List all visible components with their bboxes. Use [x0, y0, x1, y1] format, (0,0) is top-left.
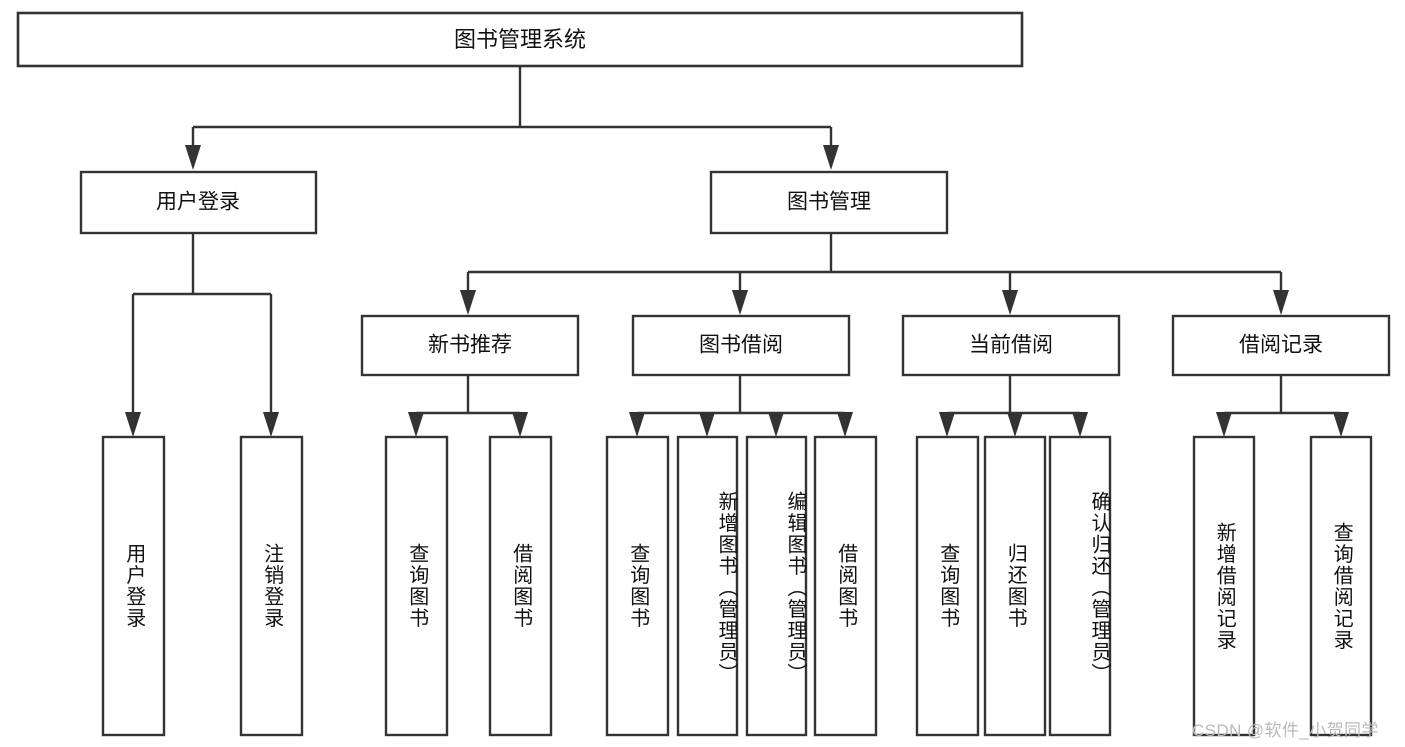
arrowhead-leaf-query-record [1333, 412, 1349, 437]
leaf-query-book-3-box[interactable] [915, 435, 980, 737]
leaf-group-borrow-record [1192, 435, 1373, 737]
connector-group-new-book-to-leaves [408, 375, 528, 437]
arrowhead-leaf-borrow-book-1 [512, 412, 528, 437]
node-current-borrow-label: 当前借阅 [969, 334, 1053, 357]
node-root-label: 图书管理系统 [454, 27, 586, 52]
node-book-borrow-box[interactable] [631, 314, 851, 377]
leaf-group-current-borrow [915, 435, 1112, 737]
node-root[interactable]: 图书管理系统 [16, 11, 1024, 68]
node-borrow-record-box[interactable] [1171, 314, 1391, 377]
connector-group-root-to-level2 [185, 66, 839, 170]
node-book-manage-label: 图书管理 [787, 191, 871, 214]
leaf-borrow-book-2-box[interactable] [813, 435, 878, 737]
node-borrow-record[interactable]: 借阅记录 [1171, 314, 1391, 377]
leaf-query-book-1-box[interactable] [384, 435, 449, 737]
leaf-confirm-return-box[interactable] [1048, 435, 1112, 737]
leaf-return-book-box[interactable] [983, 435, 1047, 737]
leaf-borrow-book-1-box[interactable] [488, 435, 553, 737]
node-book-borrow-label: 图书借阅 [699, 334, 783, 357]
arrowhead-leaf-borrow-book-2 [837, 412, 853, 437]
leaf-query-book-2-box[interactable] [605, 435, 670, 737]
node-book-manage-box[interactable] [709, 170, 949, 235]
node-book-manage[interactable]: 图书管理 [709, 170, 949, 235]
arrowhead-leaf-return-book [1007, 412, 1023, 437]
arrowhead-leaf-query-book-2 [629, 412, 645, 437]
arrowhead-user-login [185, 145, 201, 170]
node-user-login[interactable]: 用户登录 [79, 170, 318, 235]
csdn-watermark: CSDN @软件_小贺同学 [1192, 721, 1379, 740]
leaf-add-book-box[interactable] [676, 435, 739, 737]
arrowhead-new-book-recommend [460, 290, 476, 315]
leaf-edit-book-box[interactable] [745, 435, 808, 737]
node-root-box[interactable] [16, 11, 1024, 68]
leaf-query-record-box[interactable] [1309, 435, 1373, 737]
node-new-book-recommend-box[interactable] [360, 314, 580, 377]
node-current-borrow-box[interactable] [901, 314, 1121, 377]
leaf-add-record-box[interactable] [1192, 435, 1256, 737]
connector-group-user-login-to-leaves [125, 233, 279, 437]
arrowhead-leaf-user-login [125, 412, 141, 437]
arrowhead-leaf-query-book-1 [408, 412, 424, 437]
leaf-user-login-box[interactable] [101, 435, 166, 737]
leaf-logout-box[interactable] [239, 435, 304, 737]
arrowhead-leaf-add-record [1216, 412, 1232, 437]
node-new-book-recommend[interactable]: 新书推荐 [360, 314, 580, 377]
node-user-login-label: 用户登录 [156, 191, 240, 214]
arrowhead-current-borrow [1002, 290, 1018, 315]
arrowhead-borrow-record [1273, 290, 1289, 315]
arrowhead-leaf-query-book-3 [939, 412, 955, 437]
node-user-login-box[interactable] [79, 170, 318, 235]
leaf-group-new-book-recommend [384, 435, 553, 737]
arrowhead-book-manage [823, 145, 839, 170]
leaf-group-user-login [101, 435, 304, 737]
node-new-book-recommend-label: 新书推荐 [428, 334, 512, 357]
leaf-group-book-borrow [605, 435, 878, 737]
node-borrow-record-label: 借阅记录 [1239, 334, 1323, 357]
node-book-borrow[interactable]: 图书借阅 [631, 314, 851, 377]
arrowhead-book-borrow [732, 290, 748, 315]
connector-group-book-borrow-to-leaves [629, 375, 853, 437]
connector-group-book-manage-to-level3 [460, 233, 1289, 315]
connector-group-borrow-record-to-leaves [1216, 375, 1349, 437]
arrowhead-leaf-confirm-return [1072, 412, 1088, 437]
arrowhead-leaf-logout [263, 412, 279, 437]
arrowhead-leaf-edit-book [768, 412, 784, 437]
arrowhead-leaf-add-book [699, 412, 715, 437]
node-current-borrow[interactable]: 当前借阅 [901, 314, 1121, 377]
connector-group-current-borrow-to-leaves [939, 375, 1088, 437]
